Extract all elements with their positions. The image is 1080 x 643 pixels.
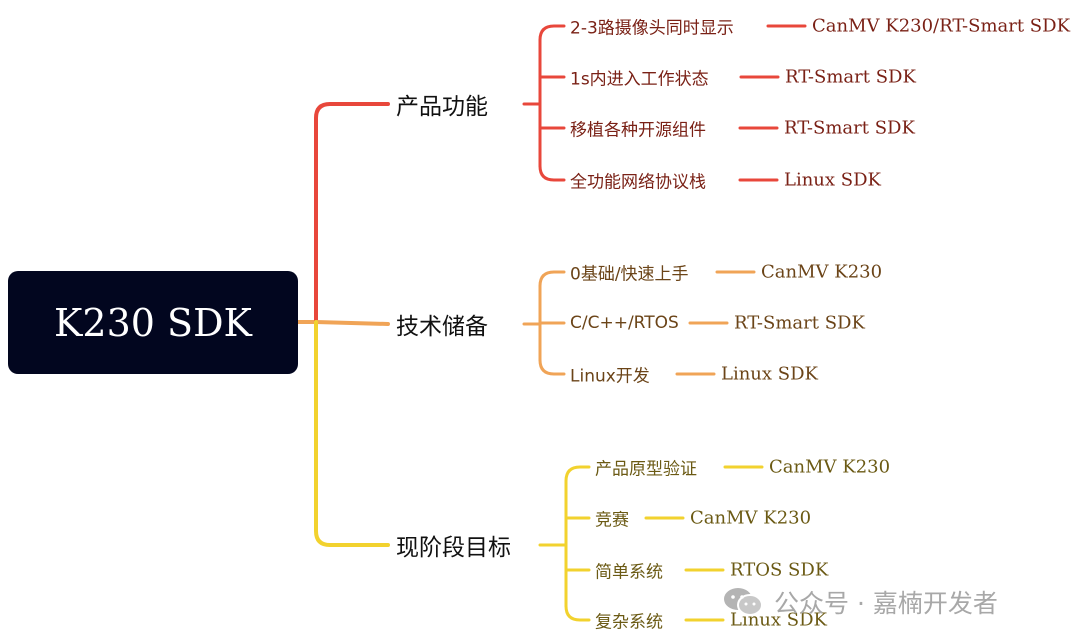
leaf-item[interactable]: 全功能网络协议栈 bbox=[570, 172, 706, 193]
leaf-item[interactable]: Linux开发 bbox=[570, 366, 650, 387]
leaf-sdk-tag: RT-Smart SDK bbox=[734, 312, 865, 334]
wechat-icon bbox=[724, 588, 763, 616]
branch-connector-1 bbox=[314, 102, 390, 324]
leaf-sdk-tag: CanMV K230/RT-Smart SDK bbox=[812, 15, 1071, 37]
leaf-sdk-tag: CanMV K230 bbox=[690, 507, 812, 529]
branch-tech-reserve[interactable]: 技术储备 bbox=[396, 314, 488, 340]
leaf-sdk-tag: RT-Smart SDK bbox=[784, 117, 915, 139]
watermark-text: 公众号 · 嘉楠开发者 bbox=[774, 589, 998, 618]
branch-product-features[interactable]: 产品功能 bbox=[396, 94, 488, 120]
leaf-item[interactable]: 2-3路摄像头同时显示 bbox=[570, 18, 734, 39]
root-label: K230 SDK bbox=[54, 300, 252, 345]
leaf-item[interactable]: 复杂系统 bbox=[595, 612, 663, 633]
bracket-arm bbox=[564, 604, 591, 622]
bracket-arm bbox=[538, 24, 566, 42]
leaf-item[interactable]: 移植各种开源组件 bbox=[570, 120, 706, 141]
leaf-item[interactable]: 简单系统 bbox=[595, 562, 663, 583]
branch-current-goals[interactable]: 现阶段目标 bbox=[396, 535, 511, 561]
leaf-item[interactable]: 1s内进入工作状态 bbox=[570, 69, 709, 90]
leaf-item[interactable]: C/C++/RTOS bbox=[570, 313, 679, 333]
leaf-item[interactable]: 竞赛 bbox=[595, 510, 629, 531]
leaf-sdk-tag: Linux SDK bbox=[721, 363, 818, 385]
bracket-arm bbox=[538, 358, 566, 376]
leaf-sdk-tag: CanMV K230 bbox=[769, 456, 891, 478]
leaf-item[interactable]: 0基础/快速上手 bbox=[570, 264, 689, 285]
bracket-arm bbox=[564, 465, 591, 483]
root-node[interactable]: K230 SDK bbox=[8, 271, 298, 374]
leaf-sdk-tag: CanMV K230 bbox=[761, 261, 883, 283]
watermark: 公众号 · 嘉楠开发者 bbox=[722, 582, 998, 622]
bracket-arm bbox=[538, 164, 566, 182]
leaf-sdk-tag: Linux SDK bbox=[784, 169, 881, 191]
leaf-item[interactable]: 产品原型验证 bbox=[595, 459, 697, 480]
branch-connector-3 bbox=[314, 320, 390, 547]
leaf-sdk-tag: RT-Smart SDK bbox=[785, 66, 916, 88]
branch-connector-2 bbox=[314, 320, 390, 326]
leaf-sdk-tag: RTOS SDK bbox=[730, 559, 829, 581]
bracket-arm bbox=[538, 270, 566, 288]
